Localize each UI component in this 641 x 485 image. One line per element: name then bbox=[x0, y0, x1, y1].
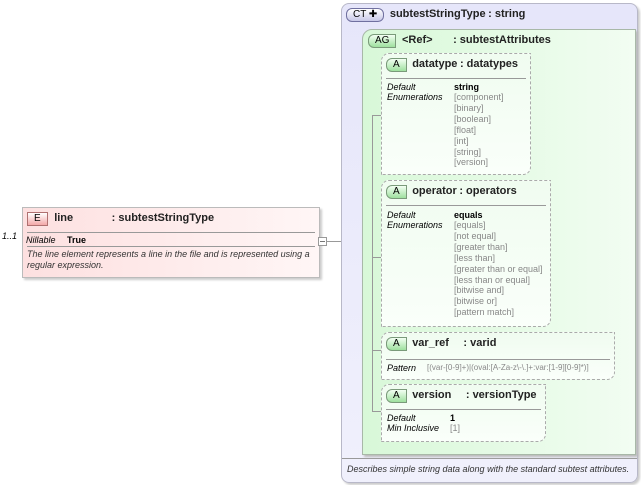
default-label: Default bbox=[387, 210, 416, 220]
complex-type-description: Describes simple string data along with … bbox=[347, 464, 630, 474]
attribute-datatype[interactable]: A datatype : datatypes Default string En… bbox=[381, 53, 531, 175]
attribute-name: version bbox=[412, 389, 452, 401]
pattern-label: Pattern bbox=[387, 363, 417, 373]
element-name: line bbox=[54, 212, 74, 224]
min-inclusive-value: [1] bbox=[450, 423, 461, 433]
attribute-group-type: : subtestAttributes bbox=[453, 34, 551, 46]
enumerations-label: Enumerations bbox=[387, 92, 443, 102]
complex-type-badge: CT ✚ bbox=[346, 8, 385, 22]
cardinality: 1..1 bbox=[2, 231, 18, 241]
attribute-operator[interactable]: A operator : operators Default equals En… bbox=[381, 180, 551, 327]
element-badge: E bbox=[27, 212, 48, 226]
default-value: string bbox=[454, 82, 480, 92]
attribute-type: : versionType bbox=[465, 389, 537, 401]
attribute-name: datatype bbox=[412, 58, 458, 70]
nillable-label: Nillable bbox=[26, 235, 56, 245]
attribute-name: operator bbox=[412, 185, 457, 197]
default-value: equals bbox=[454, 210, 483, 220]
element-type: : subtestStringType bbox=[111, 212, 215, 224]
attribute-badge: A bbox=[386, 185, 407, 199]
default-value: 1 bbox=[450, 413, 456, 423]
element-line[interactable]: E line : subtestStringType Nillable True… bbox=[22, 207, 320, 278]
nillable-value: True bbox=[67, 235, 87, 245]
collapse-toggle[interactable] bbox=[318, 237, 327, 246]
attribute-badge: A bbox=[386, 337, 407, 351]
attribute-group-badge: AG bbox=[368, 34, 397, 48]
default-label: Default bbox=[387, 82, 416, 92]
attribute-type: : varid bbox=[463, 337, 497, 349]
enumerations-list: [component][binary][boolean][float][int]… bbox=[454, 92, 504, 168]
complex-type-type: : string bbox=[488, 8, 526, 20]
attribute-badge: A bbox=[386, 58, 407, 72]
default-label: Default bbox=[387, 413, 416, 423]
element-description: The line element represents a line in th… bbox=[27, 249, 310, 270]
attribute-version[interactable]: A version : versionType Default 1 Min In… bbox=[381, 384, 546, 442]
attribute-group-ref: <Ref> bbox=[401, 34, 433, 46]
attribute-name: var_ref bbox=[412, 337, 449, 349]
attribute-type: : datatypes bbox=[459, 58, 519, 70]
attribute-type: : operators bbox=[459, 185, 517, 197]
attribute-badge: A bbox=[386, 389, 407, 403]
min-inclusive-label: Min Inclusive bbox=[387, 423, 440, 433]
complex-type-name: subtestStringType bbox=[389, 8, 486, 20]
pattern-value: [(var-[0-9]+)|(oval:[A-Za-z\-\.]+:var:[1… bbox=[427, 363, 589, 372]
enumerations-label: Enumerations bbox=[387, 220, 443, 230]
attribute-var-ref[interactable]: A var_ref : varid Pattern [(var-[0-9]+)|… bbox=[381, 332, 615, 380]
enumerations-list: [equals][not equal][greater than][less t… bbox=[454, 220, 543, 318]
